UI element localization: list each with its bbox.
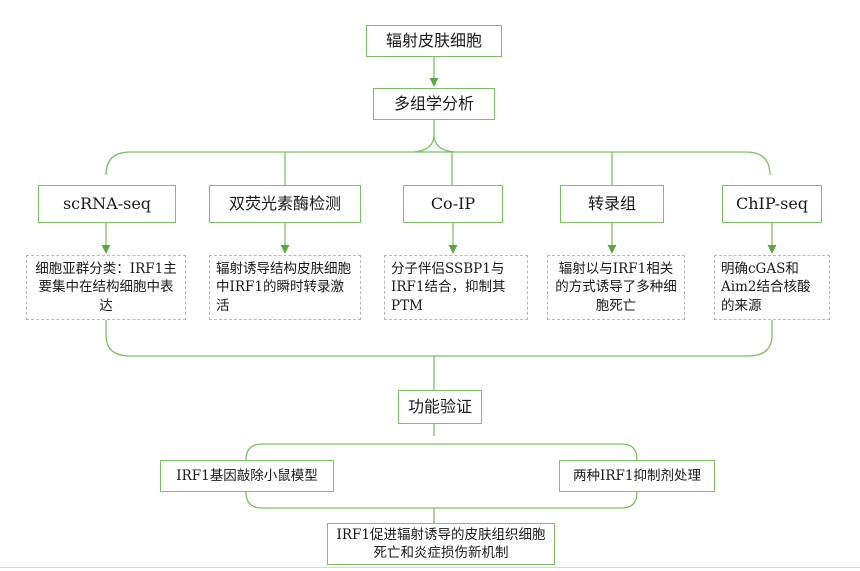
node-method-transcriptome: 转录组 [560, 185, 664, 223]
finding-luciferase: 辐射诱导结构皮肤细胞中IRF1的瞬时转录激活 [209, 255, 361, 320]
node-method-chipseq: ChIP-seq [722, 185, 822, 223]
bracket-top [105, 151, 771, 176]
bracket-models [245, 443, 638, 461]
node-conclusion: IRF1促进辐射诱导的皮肤组织细胞死亡和炎症损伤新机制 [327, 523, 555, 565]
finding-chipseq: 明确cGAS和Aim2结合核酸的来源 [714, 255, 830, 320]
bracket-bottom [105, 320, 773, 357]
node-multiomics: 多组学分析 [373, 88, 495, 120]
bottom-rule [0, 567, 860, 568]
node-validation: 功能验证 [398, 390, 482, 424]
node-source: 辐射皮肤细胞 [366, 25, 502, 57]
node-knockout-model: IRF1基因敲除小鼠模型 [160, 460, 334, 492]
bracket-conclusion [245, 491, 638, 509]
bracket-top-peak [413, 134, 455, 153]
node-inhibitor-treatment: 两种IRF1抑制剂处理 [559, 460, 715, 492]
node-method-luciferase: 双荧光素酶检测 [209, 185, 361, 223]
node-method-scrnaseq: scRNA-seq [38, 185, 176, 223]
finding-transcriptome: 辐射以与IRF1相关的方式诱导了多种细胞死亡 [547, 255, 685, 320]
finding-coip: 分子伴侣SSBP1与IRF1结合，抑制其PTM [384, 255, 528, 320]
node-method-coip: Co-IP [403, 185, 503, 223]
finding-scrnaseq: 细胞亚群分类：IRF1主要集中在结构细胞中表达 [26, 255, 186, 320]
